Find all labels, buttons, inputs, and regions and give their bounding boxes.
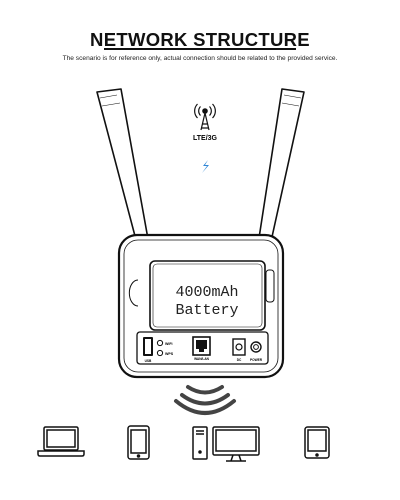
lightning-icon	[202, 160, 209, 173]
dc-label: DC	[237, 358, 242, 362]
battery	[149, 260, 266, 331]
laptop-icon	[37, 426, 85, 457]
battery-name-label: Battery	[175, 302, 238, 319]
wifi-label: WiFi	[165, 342, 173, 346]
wifi-waves-icon	[174, 385, 236, 415]
tablet-icon	[304, 426, 330, 459]
desktop-computer-icon	[192, 426, 260, 462]
power-button	[250, 341, 262, 353]
wps-button	[156, 349, 164, 357]
page-subtitle: The scenario is for reference only, actu…	[62, 55, 338, 62]
wps-label: WPS	[165, 352, 174, 356]
cell-tower-icon	[194, 103, 216, 131]
wan-lan-label: WAN/LAN	[194, 357, 210, 361]
right-antenna	[251, 88, 305, 258]
tablet-icon	[127, 425, 150, 460]
left-antenna	[96, 88, 156, 257]
signal-label: LTE/3G	[193, 135, 218, 142]
ethernet-port	[192, 336, 211, 356]
dc-jack	[232, 338, 246, 356]
wifi-button	[156, 339, 164, 347]
power-label: POWER	[250, 358, 263, 362]
usb-port	[143, 337, 153, 356]
title-underline	[104, 48, 296, 50]
page-title: NETWORK STRUCTURE	[90, 29, 310, 50]
battery-capacity-label: 4000mAh	[175, 284, 238, 301]
usb-label: USB	[145, 359, 152, 363]
